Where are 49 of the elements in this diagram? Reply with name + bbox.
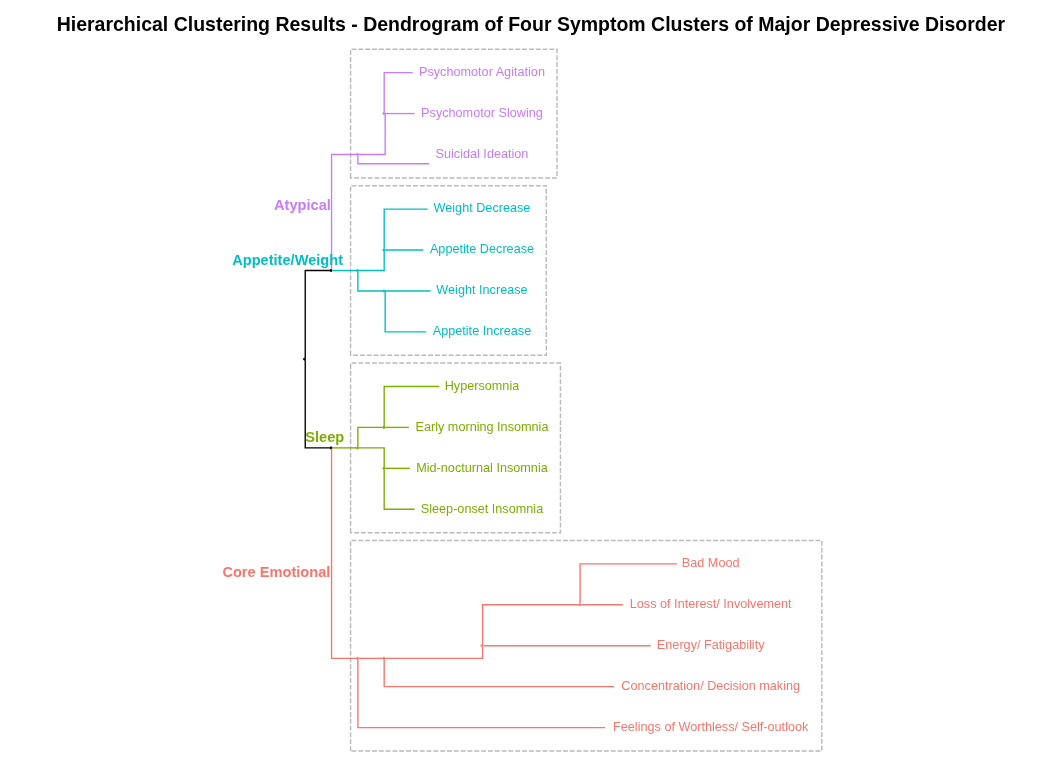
cluster bbox=[349, 184, 548, 357]
node-text: Suicidal Ideation bbox=[435, 146, 529, 161]
node-point bbox=[382, 112, 386, 116]
node-point bbox=[382, 248, 386, 252]
node-point bbox=[303, 357, 307, 361]
edge-label: Sleep bbox=[305, 429, 345, 446]
edge-label: Appetite/Weight bbox=[232, 251, 344, 268]
cluster bbox=[349, 48, 558, 179]
diagram-title: Hierarchical Clustering Results - Dendrogram of Four Symptom Clusters of Major Depressive Disorder bbox=[56, 12, 1006, 35]
node-text: Energy/ Fatigability bbox=[656, 638, 765, 653]
node-text: Feelings of Worthless/ Self-outlook bbox=[613, 719, 809, 734]
node-text: Psychomotor Agitation bbox=[419, 64, 545, 79]
node-point bbox=[355, 446, 359, 450]
node-point bbox=[355, 268, 359, 273]
node-text: Loss of Interest/ Involvement bbox=[629, 597, 792, 612]
node-text: Weight Decrease bbox=[433, 201, 531, 216]
edge-label: Atypical bbox=[274, 197, 331, 214]
connector bbox=[330, 153, 358, 270]
node-text: Early morning Insomnia bbox=[415, 419, 549, 434]
edge-label: Core Emotional bbox=[222, 563, 331, 580]
node-text: Psychomotor Slowing bbox=[421, 105, 543, 120]
connector bbox=[383, 71, 414, 113]
node-text: Mid-nocturnal Insomnia bbox=[416, 460, 548, 475]
node-text: Bad Mood bbox=[681, 556, 740, 571]
connector bbox=[357, 155, 431, 165]
node-text: Appetite Decrease bbox=[429, 242, 535, 257]
connector bbox=[357, 250, 385, 272]
node-point bbox=[355, 656, 359, 660]
connector bbox=[383, 469, 416, 510]
node-point bbox=[382, 466, 386, 470]
node-text: Hypersomnia bbox=[444, 378, 520, 393]
connector bbox=[384, 467, 411, 470]
node-point bbox=[355, 152, 359, 157]
node-point bbox=[382, 289, 386, 293]
node-point bbox=[480, 644, 484, 648]
cluster bbox=[349, 362, 562, 534]
node-point bbox=[329, 446, 333, 450]
connector bbox=[384, 249, 425, 251]
cluster bbox=[349, 539, 823, 752]
node-point bbox=[578, 603, 582, 607]
connector bbox=[383, 208, 429, 250]
node-point bbox=[382, 425, 386, 429]
node-text: Sleep-onset Insomnia bbox=[420, 501, 544, 516]
node-text: Weight Increase bbox=[436, 283, 528, 298]
node-text: Concentration/ Decision making bbox=[621, 678, 801, 693]
connector bbox=[357, 447, 385, 468]
node-point bbox=[329, 268, 333, 273]
node-point bbox=[382, 656, 386, 660]
node-text: Appetite Increase bbox=[432, 324, 532, 339]
